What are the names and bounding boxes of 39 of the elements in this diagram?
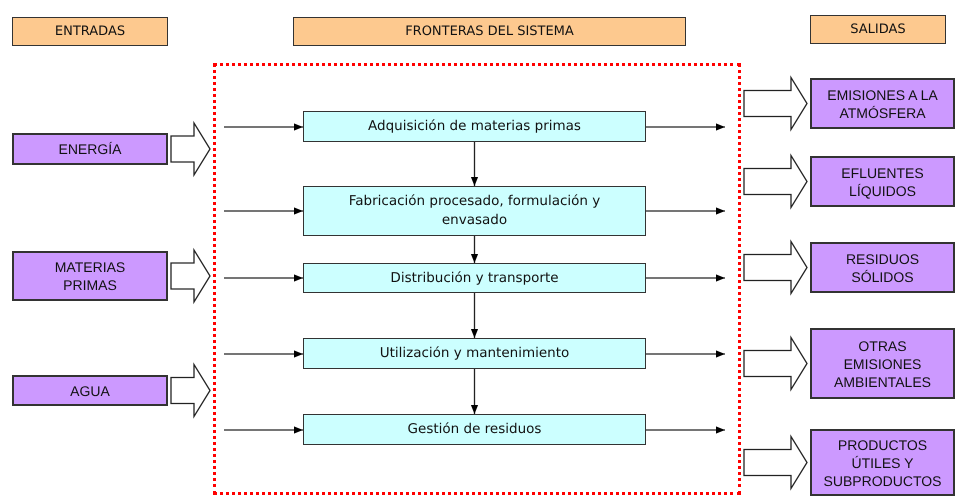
arrow <box>470 293 478 338</box>
arrow <box>224 350 303 358</box>
input-box: AGUA <box>12 375 168 406</box>
header-box: ENTRADAS <box>12 17 168 46</box>
block-arrow <box>170 248 211 304</box>
block-arrow <box>170 362 211 419</box>
output-box: EMISIONES A LA ATMÓSFERA <box>810 78 955 129</box>
block-arrow <box>743 239 808 296</box>
block-arrow <box>743 434 808 491</box>
arrow <box>224 274 303 282</box>
block-arrow <box>743 153 808 210</box>
block-arrow <box>743 75 808 132</box>
process-box: Fabricación procesado, formulación y envasado <box>303 186 646 236</box>
header-box: SALIDAS <box>810 15 946 44</box>
output-box: EFLUENTES LÍQUIDOS <box>810 156 955 207</box>
arrow <box>224 123 303 131</box>
arrow <box>646 350 725 358</box>
input-box: MATERIAS PRIMAS <box>12 251 168 301</box>
arrow <box>470 236 478 263</box>
output-box: PRODUCTOS ÚTILES Y SUBPRODUCTOS <box>810 429 955 496</box>
process-box: Adquisición de materias primas <box>303 111 646 142</box>
block-arrow <box>743 335 808 392</box>
arrow <box>224 426 303 434</box>
process-box: Utilización y mantenimiento <box>303 338 646 369</box>
arrow <box>470 369 478 414</box>
arrow <box>646 207 725 215</box>
process-box: Distribución y transporte <box>303 263 646 293</box>
arrow <box>646 123 725 131</box>
output-box: RESIDUOS SÓLIDOS <box>810 242 955 293</box>
input-box: ENERGÍA <box>12 133 168 165</box>
block-arrow <box>170 120 211 178</box>
system-boundary <box>213 63 741 495</box>
arrow <box>646 274 725 282</box>
header-box: FRONTERAS DEL SISTEMA <box>293 17 686 46</box>
arrow <box>646 426 725 434</box>
arrow <box>470 142 478 186</box>
arrow <box>224 207 303 215</box>
process-box: Gestión de residuos <box>303 414 646 445</box>
output-box: OTRAS EMISIONES AMBIENTALES <box>810 328 955 399</box>
